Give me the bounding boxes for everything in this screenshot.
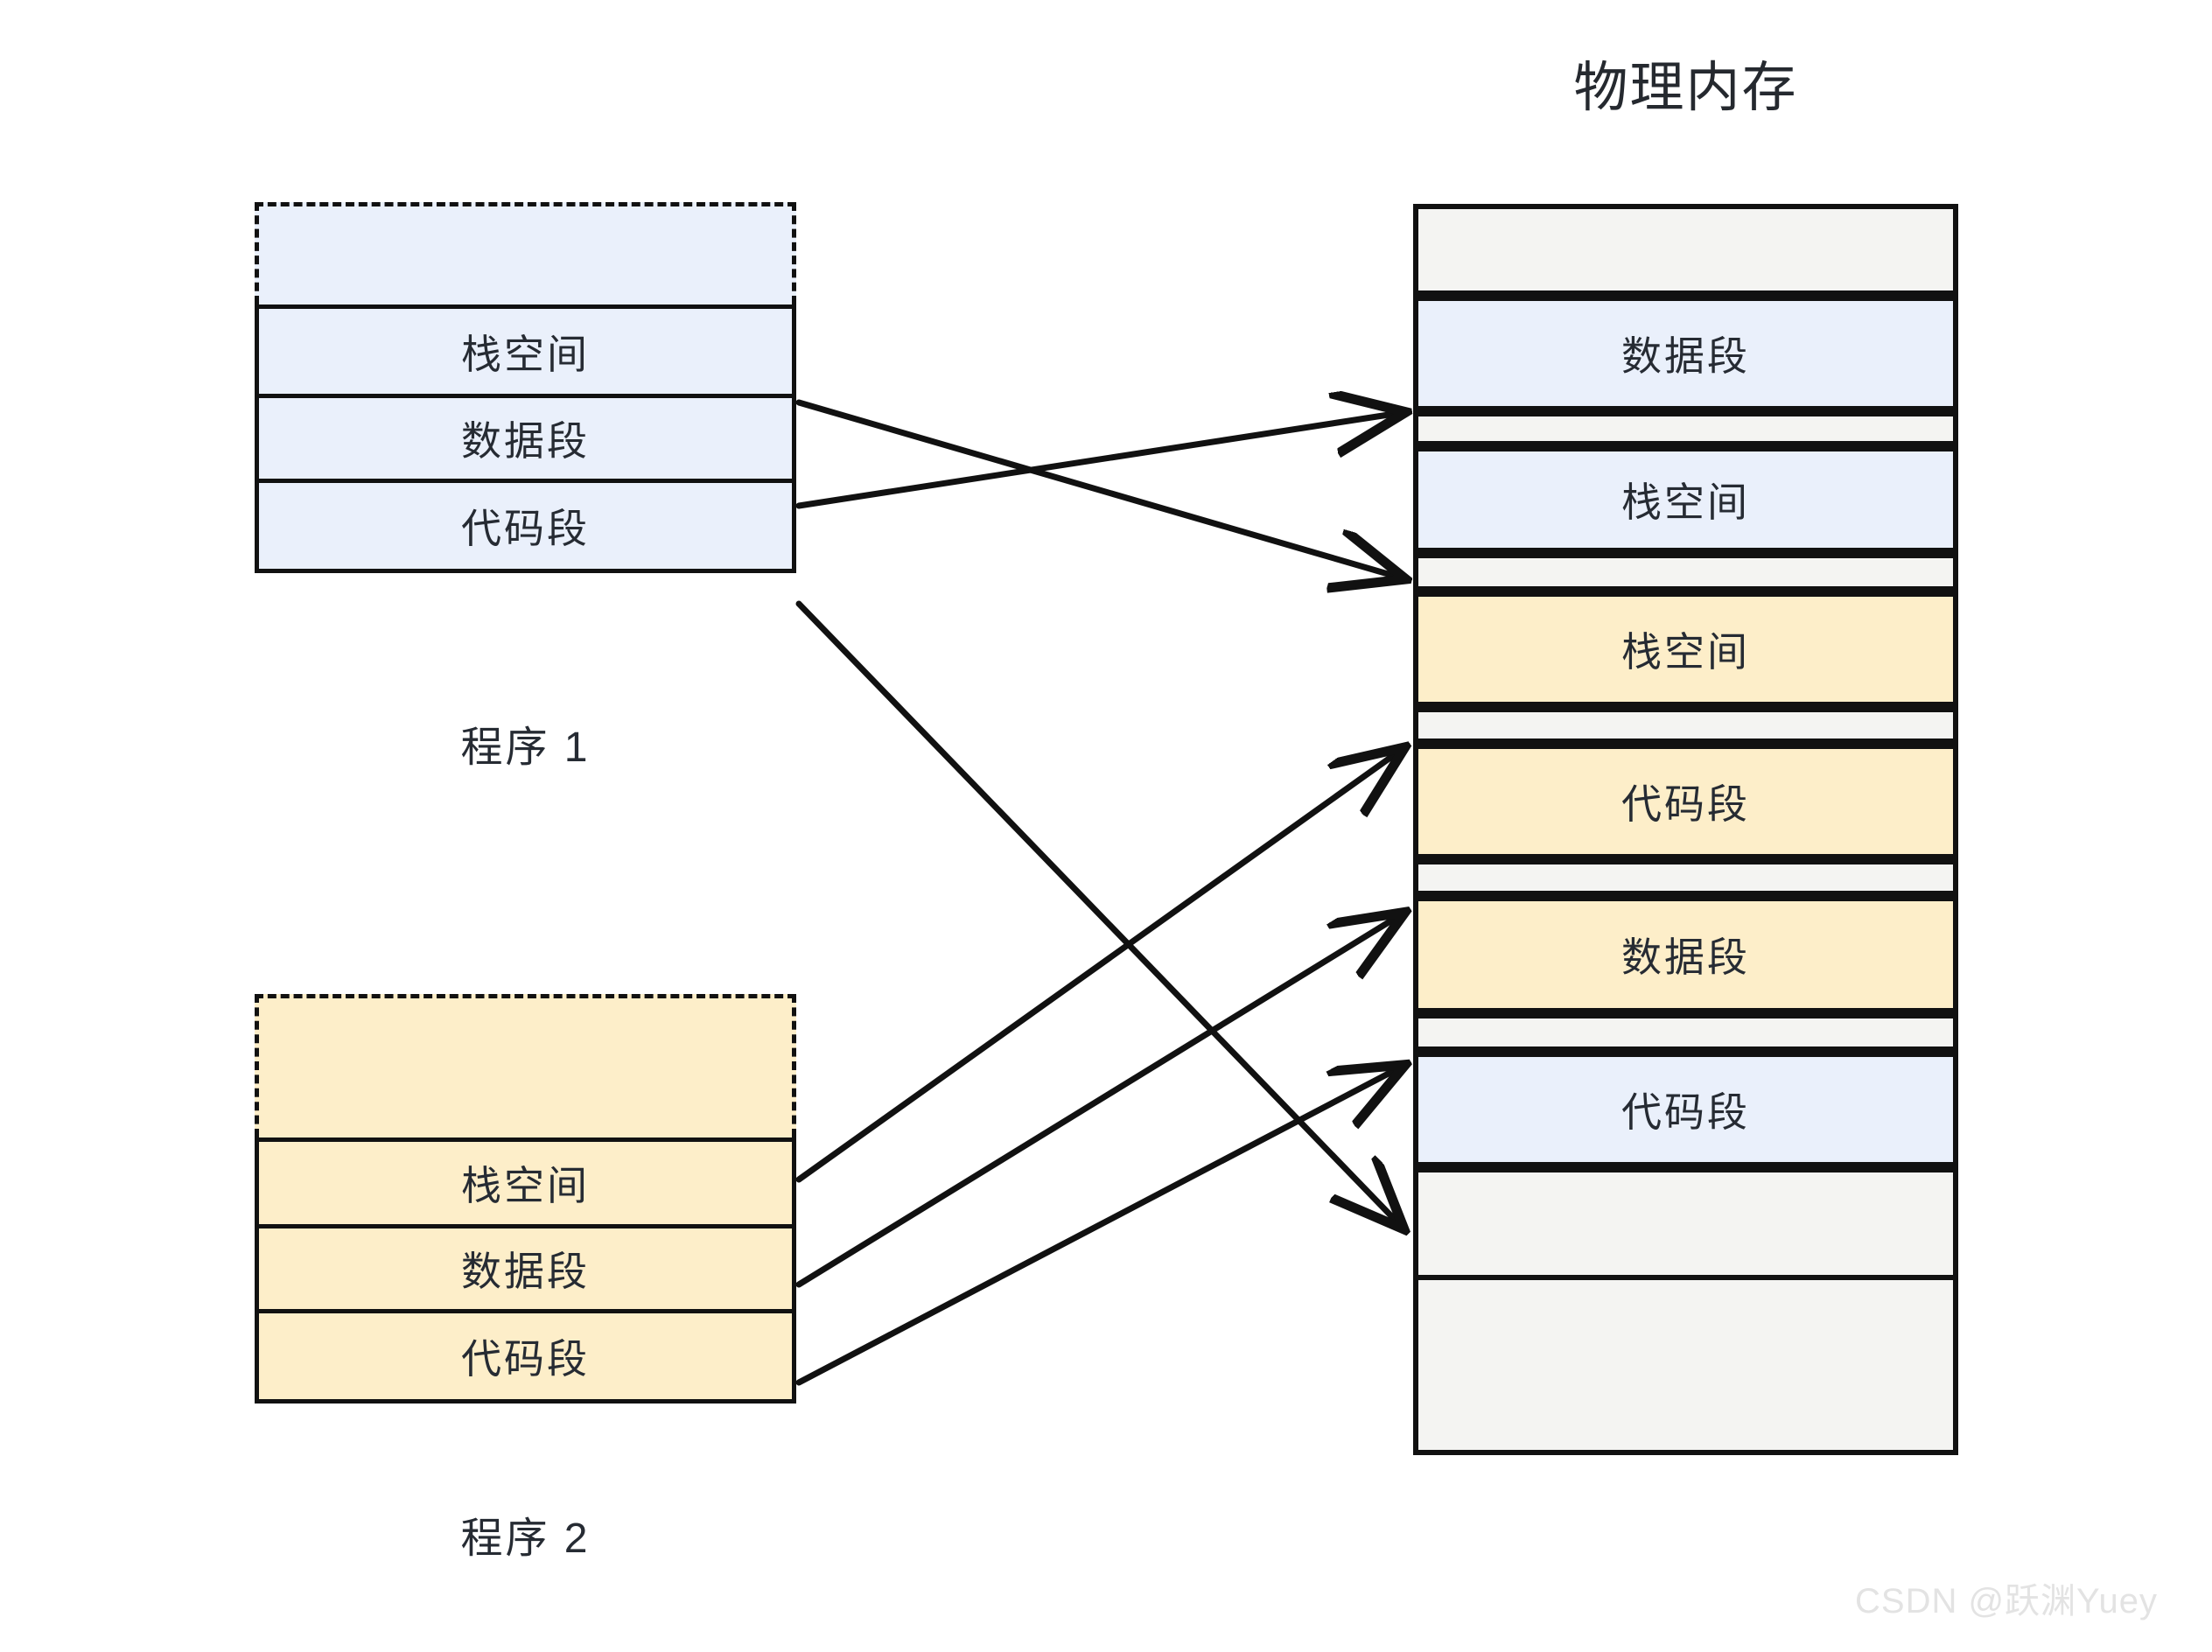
memory-free-space-10 <box>1413 1013 1958 1052</box>
program-2-segment-label: 数据段 <box>461 1249 590 1294</box>
program-2-caption: 程序 2 <box>460 1516 591 1562</box>
memory-free-space-4 <box>1413 553 1958 592</box>
memory-free-space-8 <box>1413 859 1958 896</box>
mapping-arrow-2 <box>795 600 1400 1225</box>
program-1-segment-2: 代码段 <box>255 483 796 573</box>
memory-segment-label: 代码段 <box>1621 1089 1750 1135</box>
memory-segment-yellow-7: 代码段 <box>1413 744 1958 859</box>
program-1-segment-label: 栈空间 <box>461 331 590 377</box>
program-2-segment-label: 栈空间 <box>461 1163 590 1208</box>
program-1-unused-region <box>255 202 796 304</box>
memory-segment-label: 数据段 <box>1621 333 1750 379</box>
memory-segment-label: 代码段 <box>1621 781 1750 827</box>
program-1-segment-label: 数据段 <box>461 418 590 464</box>
program-2-segment-label: 代码段 <box>461 1336 590 1382</box>
program-2-segment-0: 栈空间 <box>255 1138 796 1228</box>
memory-segment-yellow-9: 数据段 <box>1413 896 1958 1013</box>
memory-segment-blue-3: 栈空间 <box>1413 446 1958 553</box>
mapping-arrow-4 <box>795 915 1400 1288</box>
memory-free-space-6 <box>1413 707 1958 744</box>
memory-segment-label: 数据段 <box>1621 934 1750 980</box>
program-1-segment-1: 数据段 <box>255 398 796 483</box>
mapping-arrow-1 <box>795 413 1400 509</box>
memory-free-space-12 <box>1413 1167 1958 1280</box>
physical-memory-title: 物理内存 <box>1573 58 1798 118</box>
memory-segment-label: 栈空间 <box>1621 629 1750 675</box>
mapping-arrow-3 <box>795 751 1400 1183</box>
program-2-segment-1: 数据段 <box>255 1228 796 1313</box>
memory-segment-label: 栈空间 <box>1621 480 1750 525</box>
program-1-caption: 程序 1 <box>460 724 591 771</box>
mapping-arrow-5 <box>795 1068 1400 1386</box>
program-2-unused-region <box>255 994 796 1138</box>
memory-free-space-2 <box>1413 411 1958 446</box>
mapping-arrow-0 <box>795 399 1400 578</box>
program-2-segment-2: 代码段 <box>255 1313 796 1404</box>
memory-segment-blue-11: 代码段 <box>1413 1052 1958 1167</box>
program-1-segment-label: 代码段 <box>461 506 590 551</box>
program-1-segment-0: 栈空间 <box>255 304 796 398</box>
memory-free-space-0 <box>1413 204 1958 296</box>
memory-segment-blue-1: 数据段 <box>1413 296 1958 411</box>
csdn-watermark: CSDN @跃渊Yuey <box>1855 1582 2159 1620</box>
memory-segment-yellow-5: 栈空间 <box>1413 592 1958 707</box>
